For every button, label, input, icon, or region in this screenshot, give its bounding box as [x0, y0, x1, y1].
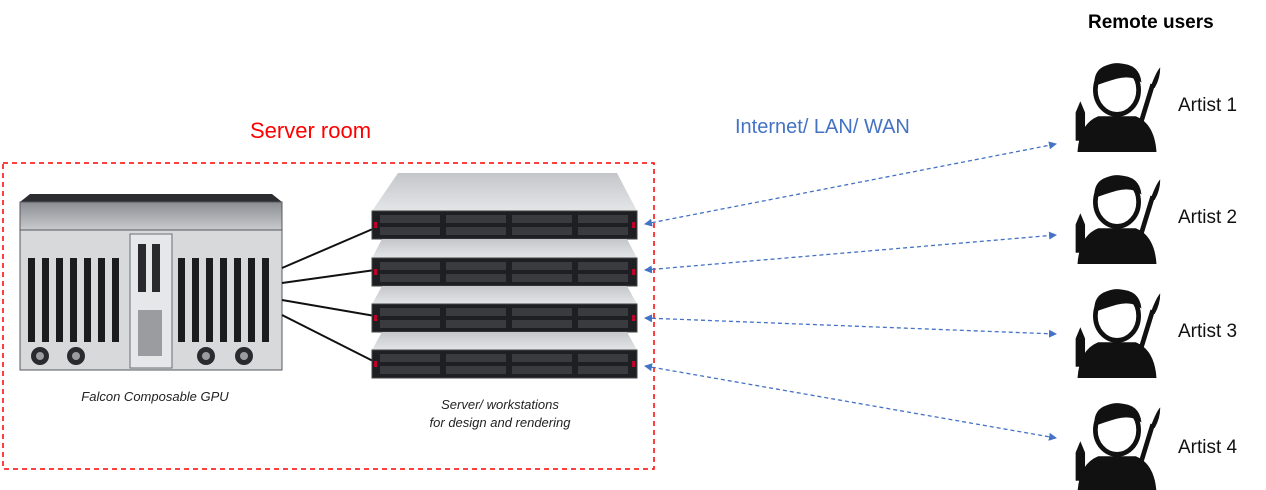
server-unit-4 [371, 332, 638, 379]
artist-2-label: Artist 2 [1178, 207, 1238, 228]
link-artist-4 [644, 363, 1057, 441]
server-caption-line-2: for design and rendering [429, 415, 571, 430]
server-room-title: Server room [250, 118, 372, 143]
artist-3-icon [1076, 290, 1161, 378]
falcon-composable-gpu-chassis [19, 194, 283, 371]
server-caption-line-1: Server/ workstations [441, 397, 559, 412]
server-unit-3 [371, 286, 638, 333]
server-caption: Server/ workstations for design and rend… [400, 396, 600, 432]
link-artist-2 [644, 231, 1057, 274]
remote-users-title: Remote users [1088, 12, 1214, 33]
artist-4-icon [1076, 404, 1161, 490]
cables [281, 227, 376, 363]
artist-1-icon [1076, 64, 1161, 152]
link-artist-1 [644, 141, 1057, 227]
artist-2-icon [1076, 176, 1161, 264]
network-label: Internet/ LAN/ WAN [735, 116, 910, 138]
artist-1-label: Artist 1 [1178, 95, 1238, 116]
link-artist-3 [644, 314, 1057, 338]
server-unit-2 [371, 239, 638, 287]
network-links [644, 141, 1057, 441]
server-stack [371, 173, 638, 379]
artist-3-label: Artist 3 [1178, 321, 1238, 342]
server-unit-1 [371, 173, 638, 240]
falcon-caption: Falcon Composable GPU [81, 389, 229, 404]
artist-4-label: Artist 4 [1178, 437, 1238, 458]
